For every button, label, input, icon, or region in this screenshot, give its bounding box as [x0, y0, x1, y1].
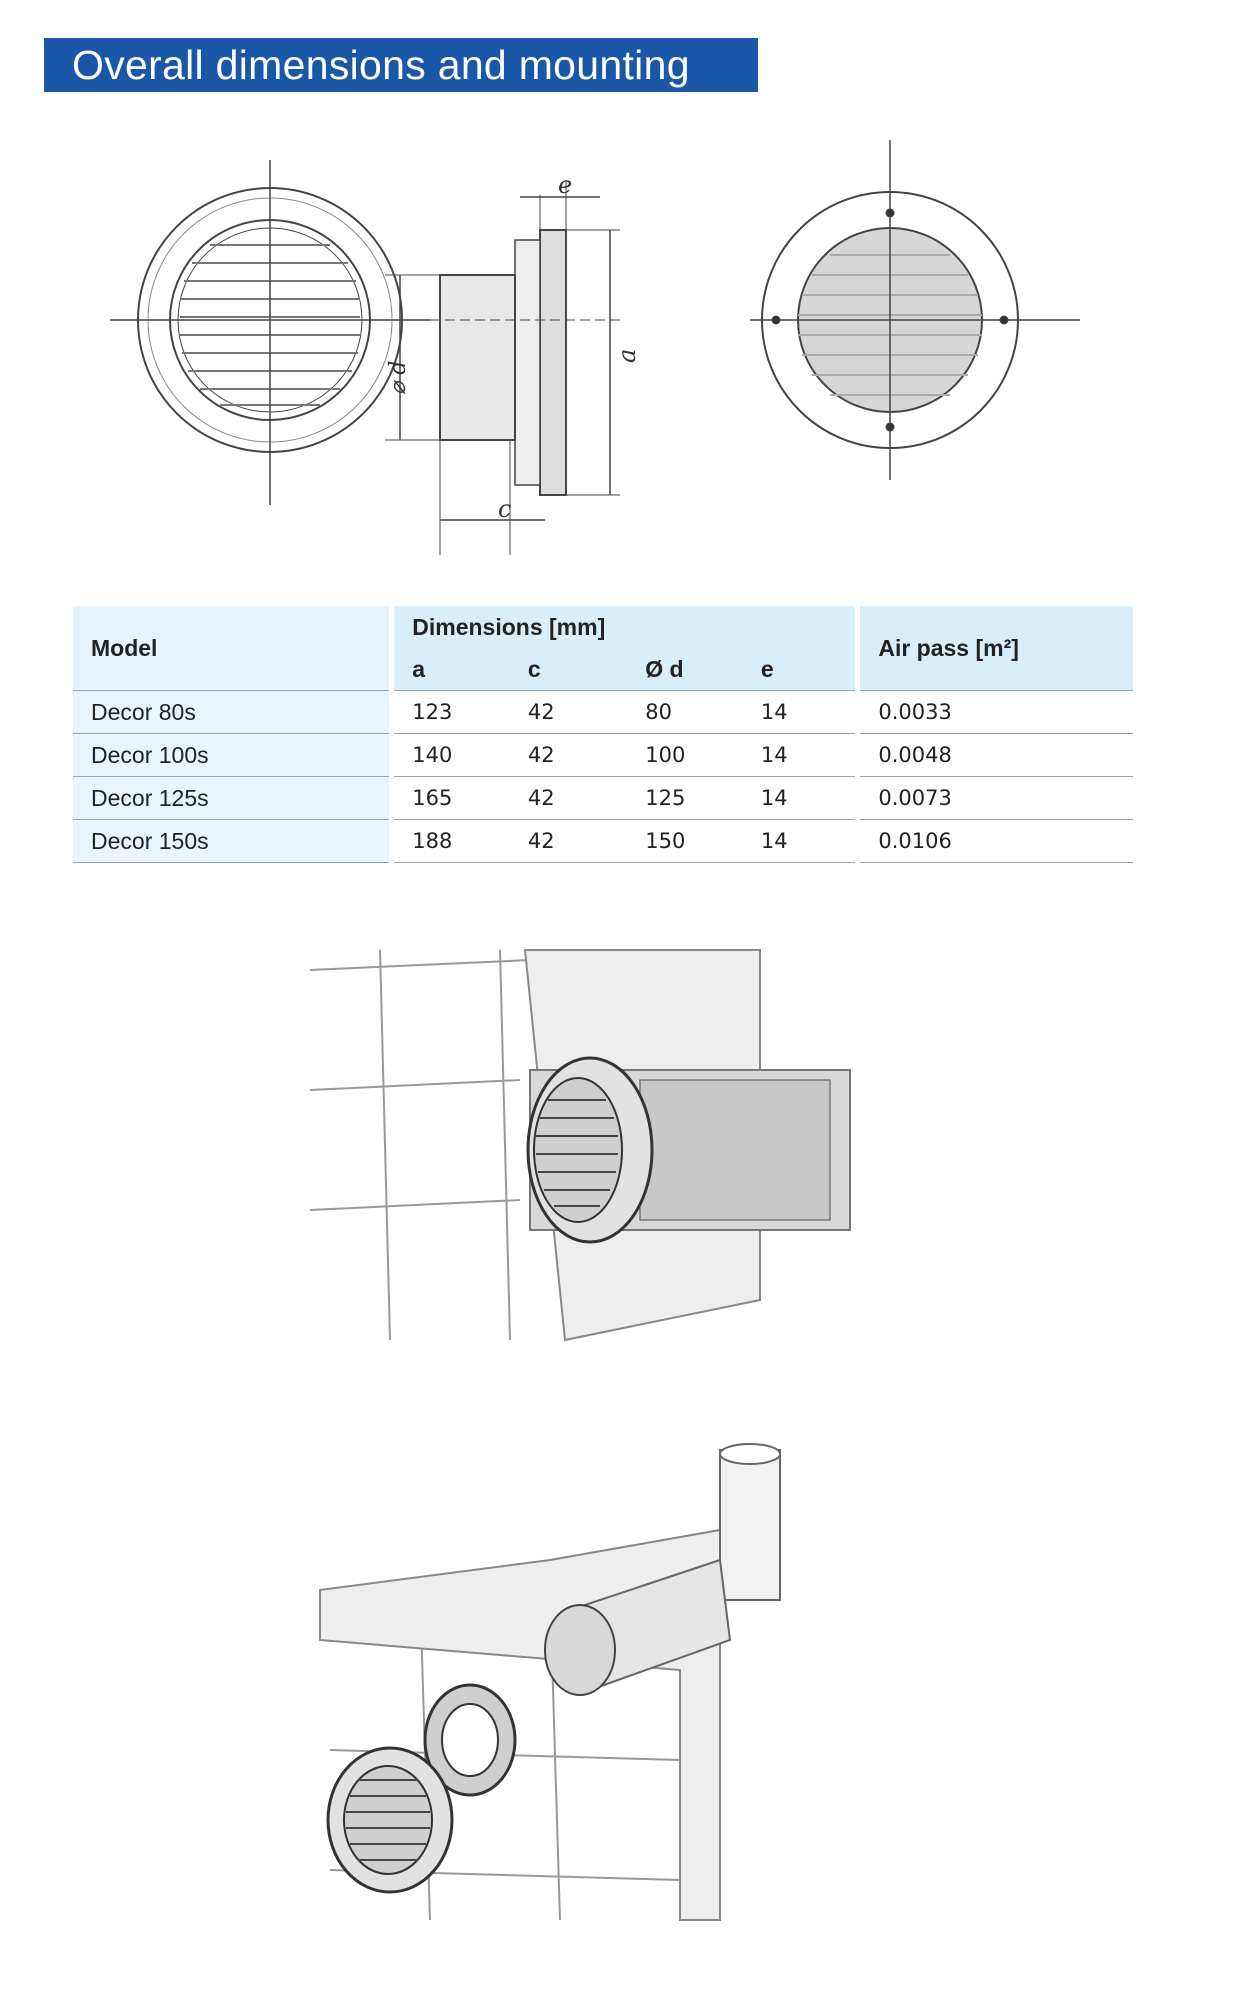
cell-e: 14 [742, 690, 858, 734]
cell-d: 150 [627, 819, 743, 863]
cell-model: Decor 80s [73, 690, 392, 734]
cell-air-pass: 0.0048 [855, 733, 1133, 777]
technical-drawings: e c a ⌀ d [110, 140, 1080, 555]
exploded-mounting-illustration [319, 1443, 781, 1921]
label-c: c [498, 495, 511, 523]
header-d: Ø d [627, 648, 743, 691]
header-model: Model [73, 606, 392, 691]
back-view-drawing [750, 140, 1080, 480]
header-dimensions: Dimensions [mm] [389, 606, 858, 648]
section-title-banner: Overall dimensions and mounting [44, 38, 758, 92]
cell-c: 42 [509, 776, 628, 820]
header-c: c [509, 648, 628, 691]
cell-air-pass: 0.0033 [855, 690, 1133, 734]
side-view-drawing [385, 180, 620, 555]
label-a: a [613, 349, 641, 363]
cell-model: Decor 125s [73, 776, 392, 820]
cell-c: 42 [509, 690, 628, 734]
dimensions-table: Model Dimensions [mm] Air pass [m²] a c … [73, 606, 1133, 863]
section-title: Overall dimensions and mounting [72, 42, 690, 88]
cell-d: 125 [627, 776, 743, 820]
label-d: ⌀ d [386, 361, 411, 395]
table-row: Decor 100s 140 42 100 14 0.0048 [73, 733, 1133, 777]
table-row: Decor 150s 188 42 150 14 0.0106 [73, 819, 1133, 863]
header-air-pass: Air pass [m²] [855, 606, 1133, 691]
cell-air-pass: 0.0106 [855, 819, 1133, 863]
cell-e: 14 [742, 819, 858, 863]
cell-e: 14 [742, 733, 858, 777]
cell-a: 140 [389, 733, 510, 777]
wall-mounting-illustration [309, 949, 851, 1342]
cell-c: 42 [509, 733, 628, 777]
cell-c: 42 [509, 819, 628, 863]
table-row: Decor 125s 165 42 125 14 0.0073 [73, 776, 1133, 820]
table-row: Decor 80s 123 42 80 14 0.0033 [73, 690, 1133, 734]
label-e: e [558, 171, 572, 199]
cell-a: 123 [389, 690, 510, 734]
cell-model: Decor 100s [73, 733, 392, 777]
cell-a: 188 [389, 819, 510, 863]
cell-air-pass: 0.0073 [855, 776, 1133, 820]
header-e: e [742, 648, 858, 691]
cell-d: 100 [627, 733, 743, 777]
cell-a: 165 [389, 776, 510, 820]
cell-model: Decor 150s [73, 819, 392, 863]
cell-d: 80 [627, 690, 743, 734]
front-view-drawing [110, 160, 430, 505]
header-a: a [389, 648, 510, 691]
cell-e: 14 [742, 776, 858, 820]
